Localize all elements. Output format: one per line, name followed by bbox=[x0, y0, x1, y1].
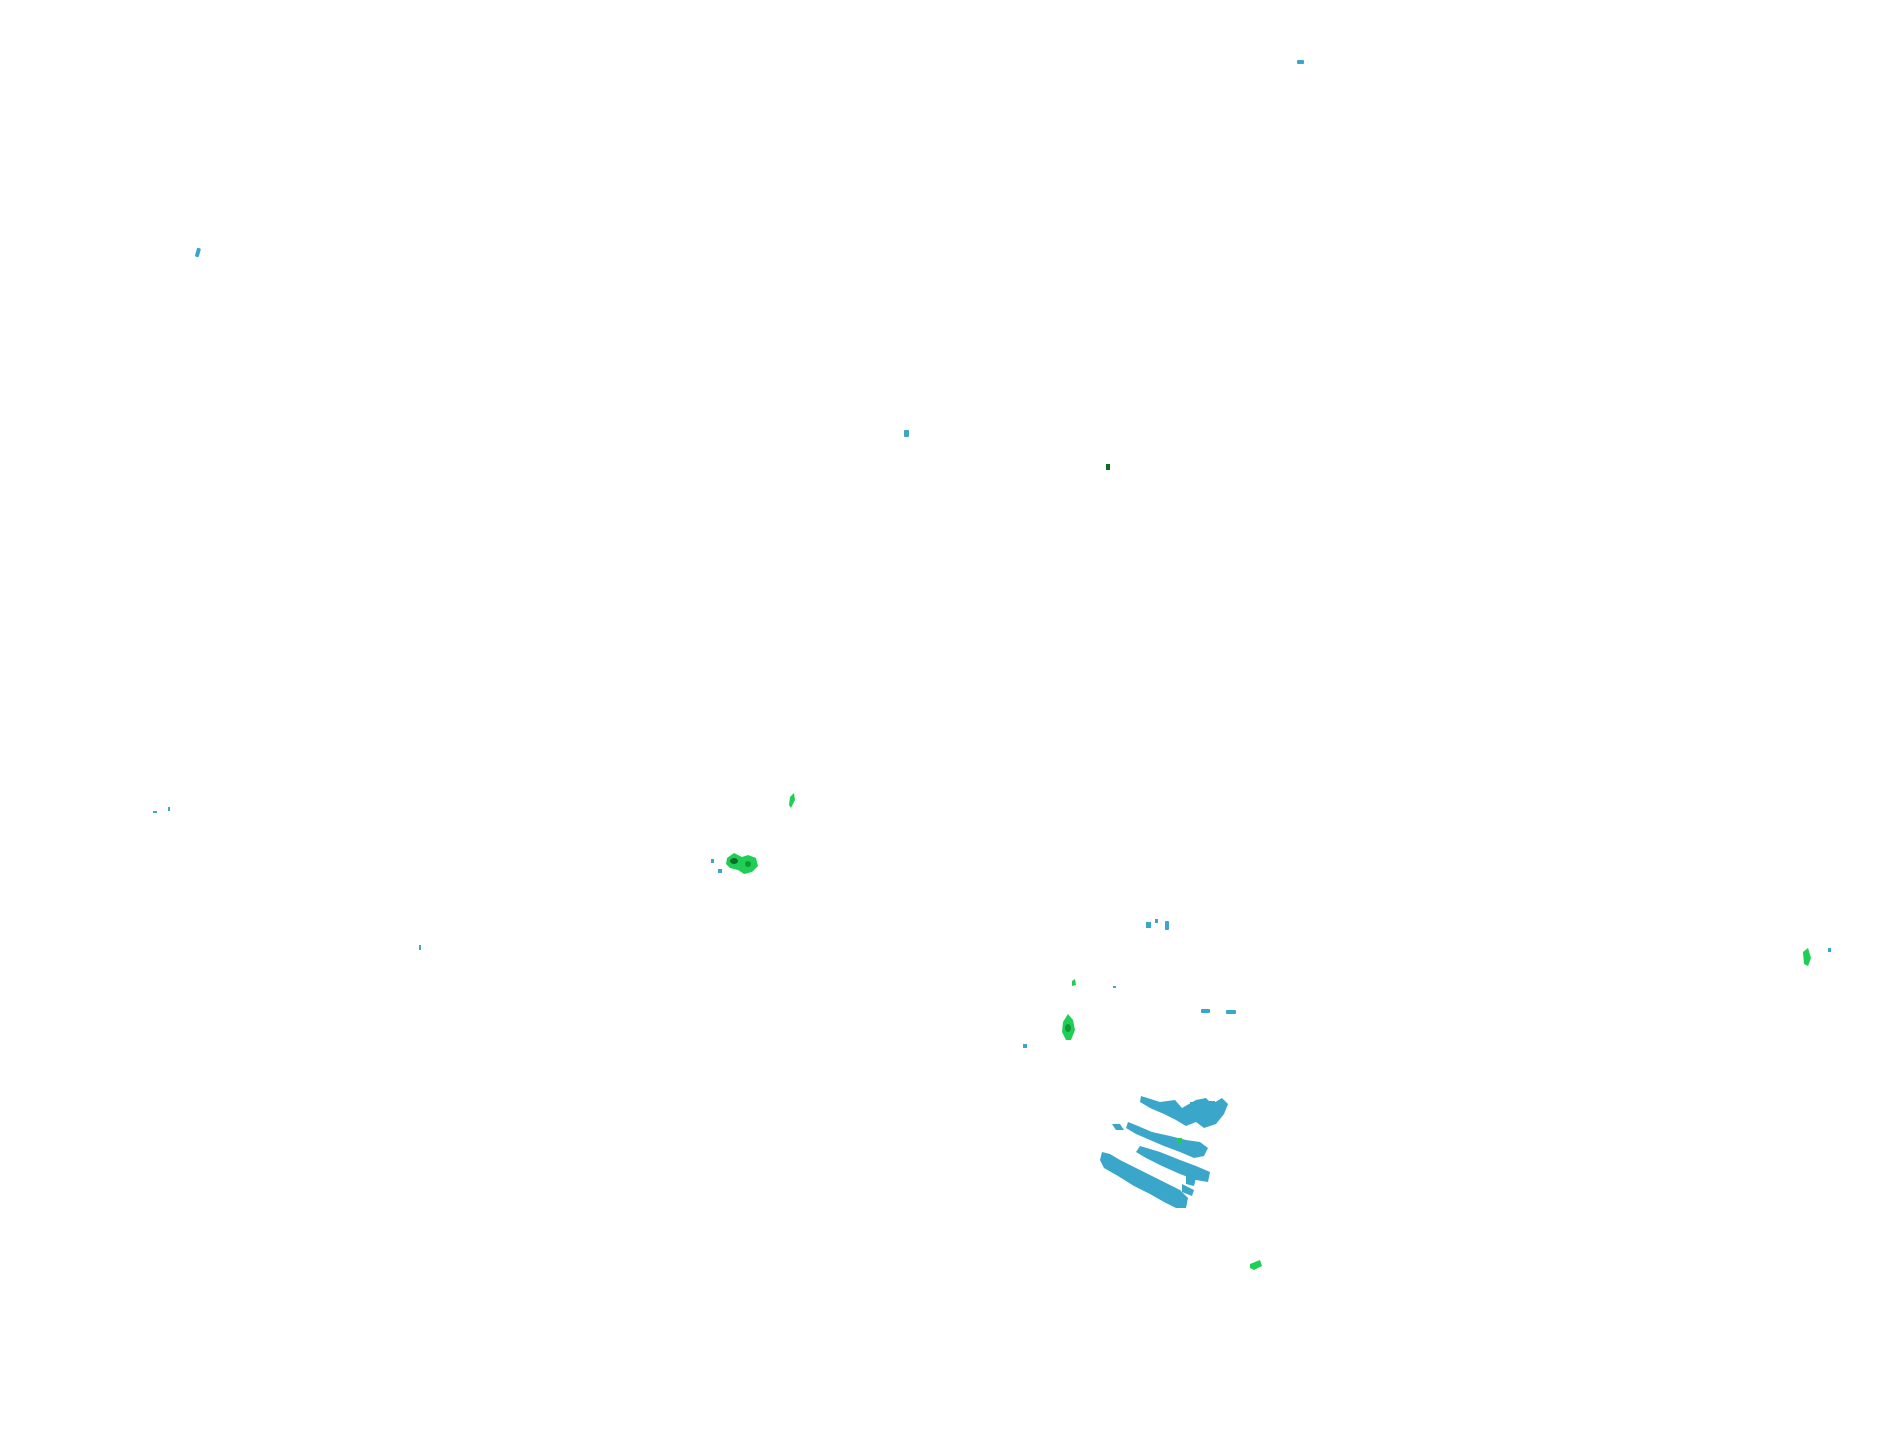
rain-band bbox=[1209, 1101, 1215, 1107]
light-echo bbox=[1113, 986, 1116, 988]
moderate-echo bbox=[1250, 1260, 1262, 1270]
light-echo bbox=[419, 945, 421, 950]
light-echo bbox=[718, 869, 722, 873]
light-echo bbox=[153, 811, 157, 813]
light-echo bbox=[1155, 919, 1158, 923]
heavy-echo-core bbox=[730, 858, 738, 864]
rain-band bbox=[1190, 1102, 1195, 1107]
moderate-echo bbox=[1177, 1138, 1182, 1143]
rain-band bbox=[1112, 1124, 1124, 1130]
light-echo bbox=[1201, 1009, 1210, 1013]
moderate-echo bbox=[726, 853, 758, 874]
light-echo bbox=[904, 430, 909, 437]
moderate-echo bbox=[1803, 948, 1811, 966]
light-echo bbox=[1146, 922, 1151, 928]
light-echo bbox=[1828, 948, 1831, 952]
moderate-echo-group bbox=[726, 464, 1811, 1270]
rain-band bbox=[1140, 1096, 1228, 1128]
rain-band bbox=[1182, 1184, 1194, 1196]
rain-band bbox=[1136, 1146, 1210, 1182]
banded-echo-cluster bbox=[1100, 1096, 1228, 1208]
light-echo bbox=[1023, 1044, 1027, 1048]
heavy-echo-core bbox=[1065, 1024, 1071, 1032]
light-echo bbox=[711, 859, 714, 863]
heavy-echo-core bbox=[1106, 464, 1110, 470]
moderate-echo bbox=[1072, 979, 1076, 986]
rain-band bbox=[1126, 1122, 1208, 1158]
light-echo bbox=[168, 807, 170, 811]
heavy-echo-core bbox=[745, 861, 751, 867]
light-echo bbox=[194, 247, 201, 258]
light-echo bbox=[1297, 60, 1304, 64]
light-echo bbox=[1226, 1010, 1236, 1014]
rain-band bbox=[1186, 1174, 1196, 1186]
rain-band bbox=[1100, 1152, 1188, 1208]
moderate-echo bbox=[789, 793, 795, 808]
light-echo-group bbox=[153, 60, 1831, 1048]
light-echo bbox=[1165, 921, 1169, 930]
